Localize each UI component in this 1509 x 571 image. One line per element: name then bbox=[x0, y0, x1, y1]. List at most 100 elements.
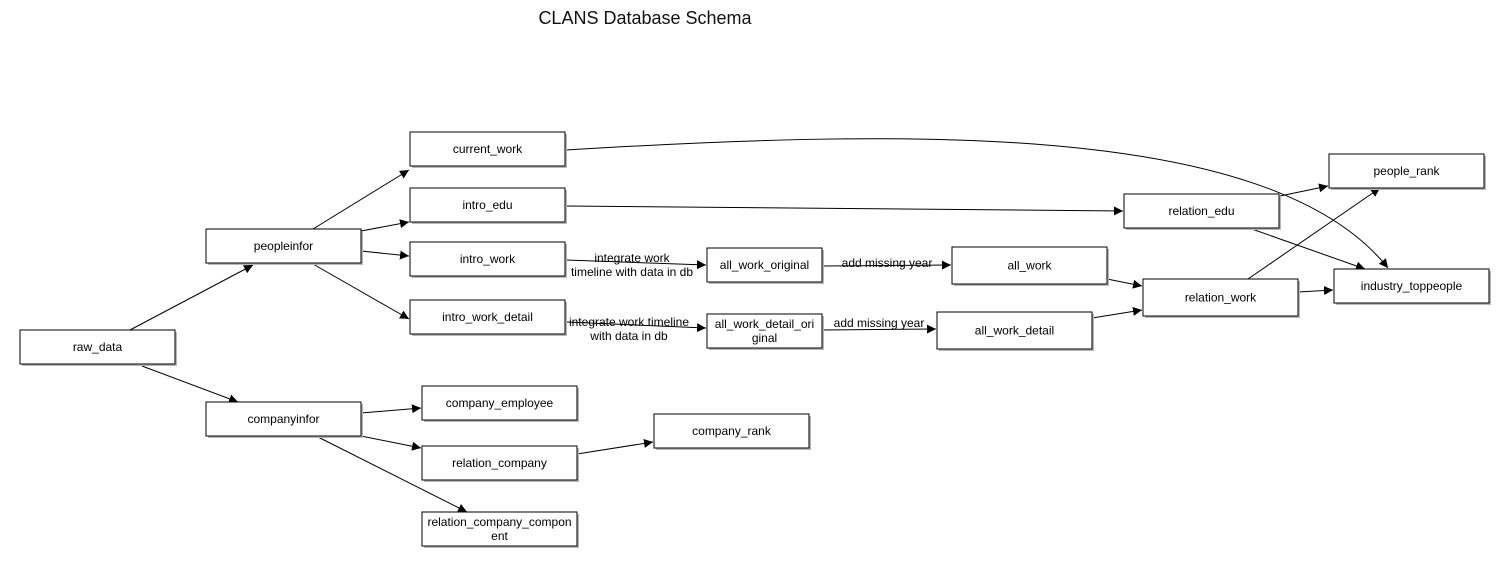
edge-arrow bbox=[141, 365, 239, 404]
node-box bbox=[205, 401, 362, 437]
edge-arrow bbox=[565, 321, 707, 333]
node-relation-company: relation_company bbox=[421, 445, 579, 482]
edge-relation-edu-to-industry-toppeople bbox=[1248, 227, 1366, 271]
node-box bbox=[409, 131, 566, 167]
edge-arrow bbox=[576, 438, 654, 455]
edge-relation-work-to-industry-toppeople bbox=[1297, 286, 1334, 296]
edge-arrow bbox=[360, 435, 422, 451]
edge-companyinfor-to-company-employee bbox=[360, 404, 422, 414]
node-intro-work: intro_work bbox=[409, 241, 567, 278]
edge-arrow bbox=[821, 324, 937, 334]
node-peopleinfor: peopleinfor bbox=[205, 228, 363, 265]
nodes-layer: raw_data peopleinfor companyinfor current_w… bbox=[19, 131, 1491, 548]
edge-relation-company-to-company-rank bbox=[576, 438, 654, 455]
edge-arrow bbox=[129, 264, 254, 331]
node-intro-work-detail: intro_work_detail bbox=[409, 299, 567, 336]
node-all-work: all_work bbox=[951, 246, 1109, 286]
node-current-work: current_work bbox=[409, 131, 567, 168]
edge-all-work-detail-original-to-all-work-detail: add missing year bbox=[821, 316, 937, 334]
edge-relation-work-to-people-rank bbox=[1247, 187, 1381, 280]
edge-arrow bbox=[1279, 183, 1329, 197]
node-label: all_work_detail bbox=[975, 324, 1054, 338]
node-box bbox=[409, 299, 566, 335]
edge-label: integrate work timeline bbox=[569, 315, 689, 329]
edge-all-work-to-relation-work bbox=[1106, 278, 1143, 289]
edge-label: with data in db bbox=[589, 329, 668, 343]
node-all-work-original: all_work_original bbox=[706, 247, 824, 284]
node-box bbox=[1328, 153, 1485, 189]
node-label: ginal bbox=[752, 331, 777, 345]
edge-peopleinfor-to-current-work bbox=[312, 169, 410, 230]
edge-arrow bbox=[1247, 187, 1381, 280]
node-box bbox=[936, 311, 1093, 350]
node-box bbox=[706, 247, 823, 283]
node-label: raw_data bbox=[73, 340, 123, 354]
node-all-work-detail: all_work_detail bbox=[936, 311, 1094, 351]
edge-raw-data-to-companyinfor bbox=[141, 365, 239, 404]
node-box bbox=[205, 228, 362, 264]
edge-arrow bbox=[360, 250, 410, 260]
node-box bbox=[1142, 278, 1299, 317]
node-box bbox=[653, 413, 810, 449]
edge-current-work-to-industry-toppeople bbox=[565, 138, 1389, 269]
edge-peopleinfor-to-intro-work-detail bbox=[312, 263, 410, 320]
edge-arrow bbox=[565, 259, 707, 270]
edge-arrow bbox=[312, 169, 410, 230]
edge-peopleinfor-to-intro-edu bbox=[360, 219, 410, 232]
node-people-rank: people_rank bbox=[1328, 153, 1486, 190]
edge-all-work-original-to-all-work: add missing year bbox=[821, 256, 952, 270]
node-box bbox=[409, 187, 566, 223]
node-label: relation_work bbox=[1185, 291, 1257, 305]
edge-peopleinfor-to-intro-work bbox=[360, 250, 410, 260]
node-label: relation_edu bbox=[1168, 204, 1234, 218]
edge-raw-data-to-peopleinfor bbox=[129, 264, 254, 331]
node-box bbox=[421, 445, 578, 481]
node-label: current_work bbox=[453, 142, 523, 156]
node-box bbox=[1123, 193, 1280, 229]
node-intro-edu: intro_edu bbox=[409, 187, 567, 224]
node-label: intro_edu bbox=[462, 198, 512, 212]
edge-arrow bbox=[317, 436, 468, 513]
node-label: relation_company bbox=[452, 456, 547, 470]
node-companyinfor: companyinfor bbox=[205, 401, 363, 438]
node-relation-work: relation_work bbox=[1142, 278, 1300, 318]
edge-arrow bbox=[565, 205, 1124, 216]
diagram-title: CLANS Database Schema bbox=[538, 8, 752, 28]
edge-arrow bbox=[1106, 278, 1143, 289]
node-all-work-detail-original: all_work_detail_original bbox=[706, 313, 824, 350]
node-box bbox=[1333, 268, 1490, 304]
node-company-employee: company_employee bbox=[421, 385, 579, 422]
edge-relation-edu-to-people-rank bbox=[1279, 183, 1329, 197]
node-label: all_work_original bbox=[720, 258, 809, 272]
edge-arrow bbox=[360, 404, 422, 414]
edge-arrow bbox=[565, 138, 1389, 269]
node-label: ent bbox=[491, 529, 508, 543]
edge-arrow bbox=[1297, 286, 1334, 296]
node-label: companyinfor bbox=[247, 412, 319, 426]
node-relation-edu: relation_edu bbox=[1123, 193, 1281, 230]
edge-arrow bbox=[360, 219, 410, 232]
edge-label: integrate work bbox=[594, 251, 670, 265]
node-box bbox=[421, 385, 578, 421]
node-box bbox=[421, 511, 578, 547]
edge-label: add missing year bbox=[834, 316, 925, 330]
node-box bbox=[409, 241, 566, 277]
node-label: company_rank bbox=[692, 424, 772, 438]
node-raw-data: raw_data bbox=[19, 329, 177, 366]
edge-arrow bbox=[1091, 306, 1143, 319]
node-box bbox=[706, 313, 823, 349]
edge-arrow bbox=[312, 263, 410, 320]
node-box bbox=[19, 329, 176, 365]
edge-arrow bbox=[821, 260, 952, 270]
node-industry-toppeople: industry_toppeople bbox=[1333, 268, 1491, 305]
node-label: relation_company_compon bbox=[427, 515, 571, 529]
node-label: people_rank bbox=[1373, 164, 1440, 178]
edge-companyinfor-to-relation-company bbox=[360, 435, 422, 451]
node-label: all_work_detail_ori bbox=[715, 317, 814, 331]
node-box bbox=[951, 246, 1108, 285]
